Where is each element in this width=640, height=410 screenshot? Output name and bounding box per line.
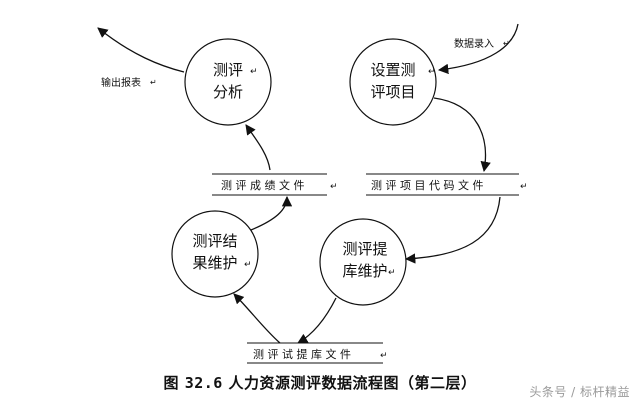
- arrow-entry-to-setup: [437, 23, 519, 75]
- arrow-setup-to-code-file: [433, 97, 491, 173]
- store-code-label: 测 评 项 目 代 码 文 件: [371, 178, 483, 192]
- arrow-result-maint-to-score-file: [250, 195, 293, 231]
- process-analysis-line1: 测评: [213, 61, 243, 79]
- process-result-maint-line1: 测评结: [192, 232, 237, 250]
- return-mark: ↵: [250, 67, 258, 77]
- process-bank-maint: 测评提 库维护 ↵: [319, 218, 407, 306]
- return-mark: ↵: [520, 182, 528, 192]
- store-score-label: 测 评 成 绩 文 件: [221, 178, 304, 192]
- arrow-bank-maint-to-bank-file: [297, 297, 337, 344]
- flow-data-entry-label: 数据录入: [454, 37, 494, 50]
- process-bank-maint-line1: 测评提: [342, 240, 387, 258]
- caption-title: 人力资源测评数据流程图（第二层）: [228, 374, 477, 392]
- watermark: 头条号 / 标杆精益: [529, 385, 630, 399]
- process-bank-maint-line2: 库维护: [342, 262, 387, 280]
- return-mark: ↵: [380, 351, 388, 361]
- store-bank-label: 测 评 试 提 库 文 件: [253, 347, 351, 361]
- return-mark: ↵: [428, 67, 436, 77]
- arrow-score-file-to-analysis: [245, 124, 271, 171]
- return-mark: ↵: [503, 39, 510, 48]
- process-setup-circle: [349, 38, 437, 126]
- arrow-code-file-to-bank-maint: [404, 196, 501, 264]
- figure-caption: 图 32.6 人力资源测评数据流程图（第二层）: [0, 372, 640, 394]
- return-mark: ↵: [330, 182, 338, 192]
- return-mark: ↵: [244, 260, 252, 270]
- arrow-analysis-to-output: [97, 27, 185, 73]
- store-bank-file: 测 评 试 提 库 文 件 ↵: [247, 342, 388, 364]
- store-score-file: 测 评 成 绩 文 件 ↵: [212, 173, 338, 196]
- flow-output-report-label: 输出报表: [101, 76, 141, 89]
- return-mark: ↵: [150, 78, 157, 87]
- process-setup-line2: 评项目: [370, 83, 415, 101]
- process-analysis-line2: 分析: [213, 83, 243, 101]
- caption-prefix: 图: [163, 374, 179, 392]
- process-analysis: 测评 分析 ↵: [184, 38, 272, 126]
- arrow-bank-file-to-result-maint: [233, 293, 281, 344]
- process-analysis-circle: [184, 38, 272, 126]
- caption-number: 32.6: [184, 374, 223, 392]
- process-result-maint-line2: 果维护: [192, 254, 237, 272]
- process-result-maint: 测评结 果维护 ↵: [171, 210, 259, 298]
- process-setup-line1: 设置测: [370, 61, 415, 79]
- process-setup: 设置测 评项目 ↵: [349, 38, 437, 126]
- process-result-maint-circle: [171, 210, 259, 298]
- return-mark: ↵: [388, 268, 396, 278]
- store-code-file: 测 评 项 目 代 码 文 件 ↵: [366, 173, 528, 196]
